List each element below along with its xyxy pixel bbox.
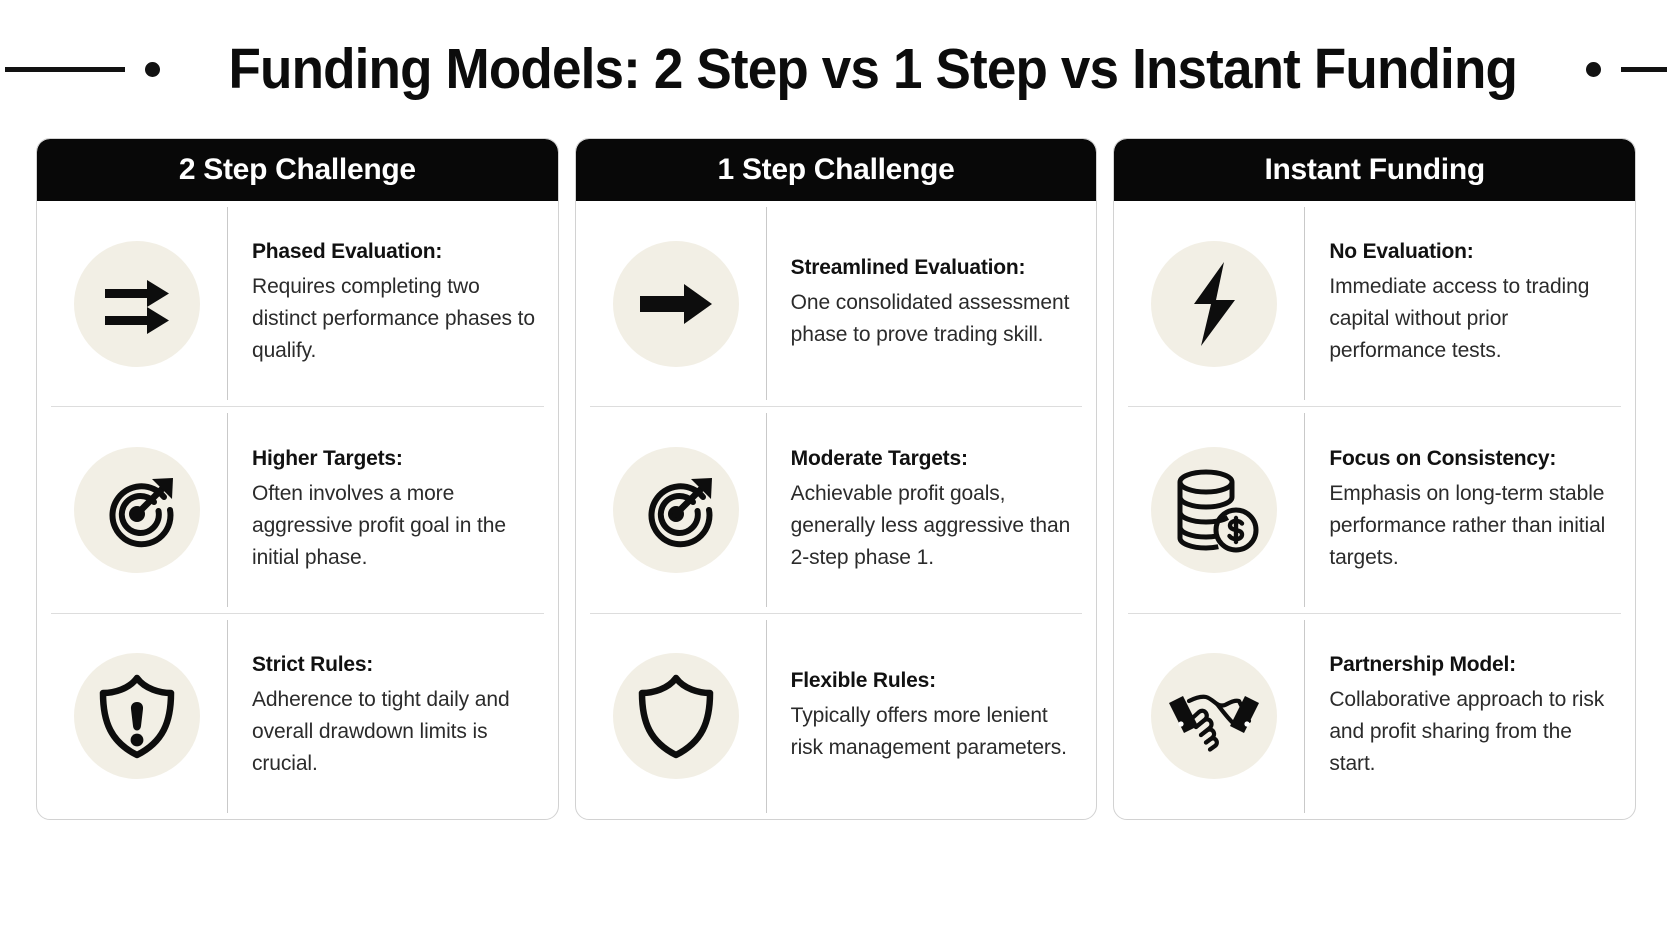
card-title-instant-funding: Instant Funding <box>1264 153 1485 186</box>
feature-description: Immediate access to trading capital with… <box>1329 275 1590 363</box>
shield-exclamation-icon <box>74 653 200 780</box>
feature-title: No Evaluation: <box>1329 240 1474 264</box>
feature-icon-wrap <box>53 446 221 573</box>
comparison-columns: 2 Step Challenge Phased Evaluation: <box>36 138 1637 820</box>
feature-description: Typically offers more lenient risk manag… <box>790 703 1067 759</box>
feature-row: Partnership Model: Collaborative approac… <box>1128 612 1622 819</box>
feature-icon-wrap <box>53 653 221 780</box>
feature-row: Streamlined Evaluation: One consolidated… <box>590 201 1083 406</box>
feature-icon-wrap <box>1130 653 1298 780</box>
feature-text: No Evaluation: Immediate access to tradi… <box>1304 207 1619 401</box>
feature-description: Often involves a more aggressive profit … <box>252 481 506 569</box>
feature-icon-wrap <box>1130 240 1298 367</box>
double-arrow-right-icon <box>74 240 200 367</box>
card-header-instant-funding: Instant Funding <box>1114 139 1636 201</box>
card-two-step-challenge: 2 Step Challenge Phased Evaluation: <box>36 138 559 820</box>
lightning-bolt-icon <box>1151 240 1278 367</box>
card-one-step-challenge: 1 Step Challenge Streamlined Evaluation:… <box>574 138 1098 820</box>
feature-text: Strict Rules: Adherence to tight daily a… <box>227 619 542 813</box>
feature-text: Partnership Model: Collaborative approac… <box>1304 619 1619 813</box>
feature-title: Higher Targets: <box>252 446 403 470</box>
feature-text: Streamlined Evaluation: One consolidated… <box>765 207 1081 401</box>
page-title-bar: Funding Models: 2 Step vs 1 Step vs Inst… <box>0 26 1672 112</box>
feature-icon-wrap <box>592 446 760 573</box>
card-body-one-step-challenge: Streamlined Evaluation: One consolidated… <box>576 201 1097 819</box>
title-bullet-left-icon <box>145 61 161 77</box>
feature-row: No Evaluation: Immediate access to tradi… <box>1128 201 1621 406</box>
shield-icon <box>612 653 739 780</box>
feature-row: Focus on Consistency: Emphasis on long-t… <box>1128 406 1622 612</box>
feature-title: Flexible Rules: <box>790 668 936 692</box>
target-arrow-icon <box>74 446 200 573</box>
feature-row: Phased Evaluation: Requires completing t… <box>51 201 544 406</box>
handshake-icon <box>1151 653 1278 780</box>
feature-icon-wrap <box>592 240 760 367</box>
feature-text: Higher Targets: Often involves a more ag… <box>227 413 542 607</box>
feature-text: Phased Evaluation: Requires completing t… <box>227 207 542 401</box>
feature-title: Phased Evaluation: <box>252 240 443 264</box>
feature-text: Focus on Consistency: Emphasis on long-t… <box>1304 413 1619 607</box>
arrow-right-icon <box>612 240 739 367</box>
feature-title: Strict Rules: <box>252 652 374 676</box>
target-arrow-icon <box>612 446 739 573</box>
feature-icon-wrap <box>53 240 221 367</box>
feature-row: Moderate Targets: Achievable profit goal… <box>589 406 1083 612</box>
feature-description: Adherence to tight daily and overall dra… <box>252 688 510 775</box>
title-rule-right-icon <box>1620 66 1667 72</box>
feature-title: Partnership Model: <box>1329 652 1516 676</box>
feature-title: Focus on Consistency: <box>1329 446 1557 470</box>
feature-description: Achievable profit goals, generally less … <box>790 481 1071 569</box>
card-body-two-step-challenge: Phased Evaluation: Requires completing t… <box>37 201 558 819</box>
card-body-instant-funding: No Evaluation: Immediate access to tradi… <box>1114 201 1635 819</box>
feature-icon-wrap <box>1130 446 1298 573</box>
card-title-two-step-challenge: 2 Step Challenge <box>178 153 416 186</box>
feature-text: Moderate Targets: Achievable profit goal… <box>765 413 1081 607</box>
card-title-one-step-challenge: 1 Step Challenge <box>717 153 955 186</box>
feature-row: Strict Rules: Adherence to tight daily a… <box>51 612 544 819</box>
feature-description: Requires completing two distinct perform… <box>252 275 535 363</box>
feature-description: One consolidated assessment phase to pro… <box>790 291 1070 347</box>
coin-stack-dollar-icon <box>1151 446 1278 573</box>
feature-description: Emphasis on long-term stable performance… <box>1329 481 1606 569</box>
page-title: Funding Models: 2 Step vs 1 Step vs Inst… <box>228 36 1518 101</box>
feature-title: Moderate Targets: <box>790 446 968 470</box>
title-bullet-right-icon <box>1585 61 1601 77</box>
card-instant-funding: Instant Funding No Evaluation: Immediate… <box>1113 138 1637 820</box>
feature-title: Streamlined Evaluation: <box>790 256 1026 280</box>
feature-icon-wrap <box>592 653 760 780</box>
card-header-two-step-challenge: 2 Step Challenge <box>37 139 558 201</box>
feature-row: Flexible Rules: Typically offers more le… <box>589 612 1083 819</box>
card-header-one-step-challenge: 1 Step Challenge <box>575 139 1097 201</box>
feature-description: Collaborative approach to risk and profi… <box>1329 688 1605 775</box>
title-rule-left-icon <box>5 66 126 72</box>
feature-row: Higher Targets: Often involves a more ag… <box>51 406 544 612</box>
feature-text: Flexible Rules: Typically offers more le… <box>765 619 1081 813</box>
